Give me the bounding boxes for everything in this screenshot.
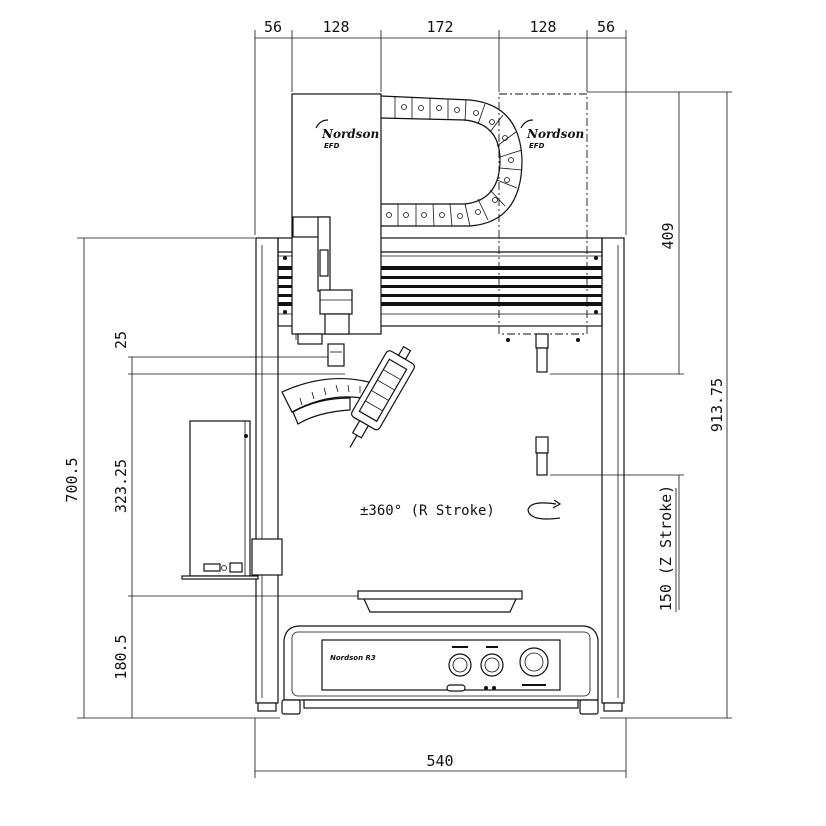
dim-left-upper: 323.25 (112, 459, 130, 513)
logo-right: Nordson (526, 127, 584, 141)
r-stroke-annotation: ±360° (R Stroke) (360, 499, 562, 520)
right-dimensions: 913.75 409 150 (Z Stroke) (550, 91, 732, 719)
cable-chain (380, 95, 523, 227)
r-stroke-label: ±360° (R Stroke) (360, 503, 495, 519)
rotary-dispense-head (281, 345, 415, 448)
dim-top-3: 172 (426, 18, 453, 36)
y-carriage-left: Nordson EFD (291, 93, 382, 367)
logo-right-sub: EFD (529, 142, 545, 150)
dim-top-4: 128 (529, 18, 556, 36)
dim-left-small: 25 (112, 331, 130, 349)
top-dimension-chain: 56 128 172 128 56 (254, 18, 627, 235)
bottom-dimension: 540 (254, 718, 627, 778)
dim-right-upper: 409 (659, 222, 677, 249)
logo-left: Nordson (321, 127, 379, 141)
dim-top-5: 56 (597, 18, 615, 36)
y-carriage-right-phantom: Nordson EFD (498, 93, 588, 476)
base-logo: Nordson R3 (330, 654, 376, 662)
dim-right-total: 913.75 (708, 378, 726, 432)
logo-left-sub: EFD (324, 142, 340, 150)
dim-left-total: 700.5 (63, 457, 81, 502)
dim-top-2: 128 (322, 18, 349, 36)
work-table (357, 590, 523, 613)
dim-top-1: 56 (264, 18, 282, 36)
controller-box (181, 420, 283, 580)
dim-left-lower: 180.5 (112, 634, 130, 679)
dim-bottom-width: 540 (426, 752, 453, 770)
dim-z-stroke: 150 (Z Stroke) (657, 485, 675, 611)
left-dimensions: 700.5 323.25 180.5 25 (63, 237, 360, 719)
robot-base: Nordson R3 (257, 625, 623, 715)
